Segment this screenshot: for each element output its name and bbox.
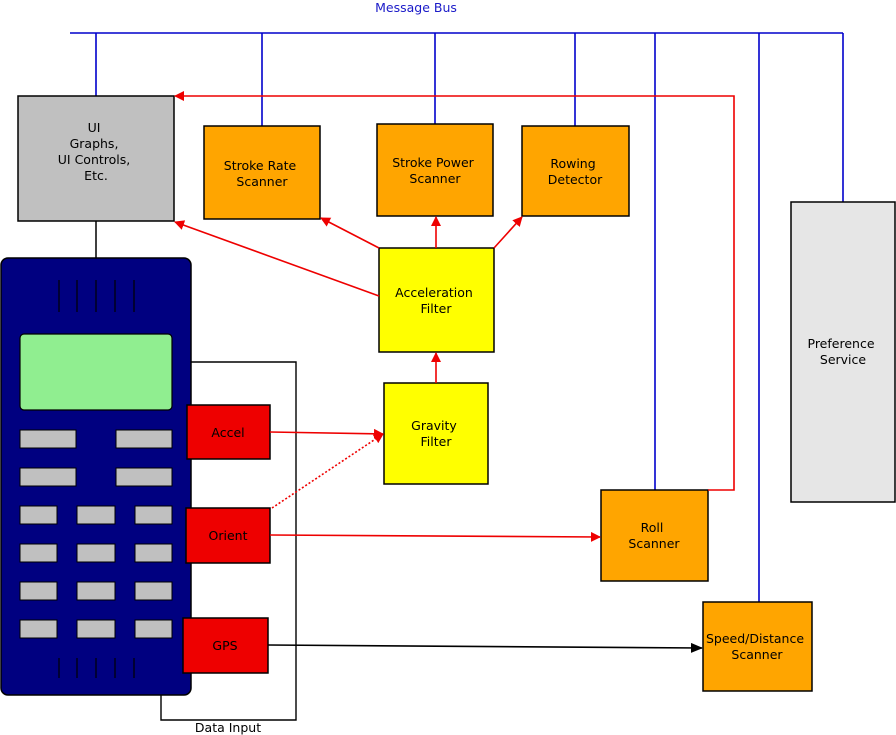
svg-text:Gravity Filter: Gravity Filter xyxy=(411,418,461,449)
phone-keypad xyxy=(19,429,173,639)
svg-text:Preference Service: Preference Service xyxy=(808,336,879,367)
arrow-acceleration-to-ui xyxy=(174,220,380,297)
roll-scanner-label: Roll xyxy=(641,520,664,535)
arrow-accel-to-gravity xyxy=(269,428,384,439)
phone-device xyxy=(0,257,192,696)
ui-box-label-line: Graphs, xyxy=(70,136,119,151)
gps-sensor-label: GPS xyxy=(212,638,237,653)
phone-key xyxy=(115,467,173,487)
stroke-rate-scanner-label: Stroke Rate xyxy=(224,158,297,173)
phone-key xyxy=(19,505,58,525)
rowing-detector-label: Rowing xyxy=(550,156,595,171)
accel-sensor-box: Accel xyxy=(186,404,271,460)
accel-sensor-label: Accel xyxy=(211,425,244,440)
phone-key xyxy=(19,429,77,449)
speed-distance-scanner-label: Scanner xyxy=(731,647,783,662)
phone-key xyxy=(76,581,116,601)
gravity-filter-box: Gravity Filter xyxy=(383,382,489,485)
phone-key xyxy=(19,581,58,601)
arrow-orient-to-roll xyxy=(269,531,601,542)
svg-text:Acceleration Filter: Acceleration Filter xyxy=(395,285,477,316)
acceleration-filter-label: Filter xyxy=(421,301,453,316)
svg-text:Roll Scanner: Roll Scanner xyxy=(628,520,680,551)
phone-key xyxy=(19,467,77,487)
phone-key xyxy=(19,543,58,563)
phone-key xyxy=(134,505,173,525)
gps-sensor-box: GPS xyxy=(182,617,269,674)
rowing-detector-label: Detector xyxy=(548,172,603,187)
phone-microphone-icon xyxy=(58,658,135,678)
gravity-filter-label: Gravity xyxy=(411,418,457,433)
svg-text:UI Graphs,: UI Graphs, UI Controls, Etc. xyxy=(58,120,134,183)
ui-box-label-line: Etc. xyxy=(84,168,108,183)
acceleration-filter-label: Acceleration xyxy=(395,285,473,300)
preference-service-box: Preference Service xyxy=(790,201,896,503)
roll-scanner-box: Roll Scanner xyxy=(600,489,709,582)
phone-speaker-icon xyxy=(58,280,135,312)
phone-key xyxy=(19,619,58,639)
rowing-detector-box: Rowing Detector xyxy=(521,125,630,217)
arrow-acceleration-to-stroke-rate xyxy=(320,217,380,249)
phone-key xyxy=(134,619,173,639)
ui-box: UI Graphs, UI Controls, Etc. xyxy=(17,95,175,222)
data-input-label: Data Input xyxy=(195,720,261,735)
arrow-gps-to-speed xyxy=(267,642,703,653)
preference-service-label: Service xyxy=(820,352,867,367)
speed-distance-scanner-label: Speed/Distance xyxy=(706,631,804,646)
phone-screen xyxy=(19,333,173,411)
stroke-power-scanner-label: Scanner xyxy=(409,171,461,186)
stroke-power-scanner-box: Stroke Power Scanner xyxy=(376,123,494,217)
stroke-rate-scanner-box: Stroke Rate Scanner xyxy=(203,125,321,220)
orient-sensor-box: Orient xyxy=(185,507,271,564)
acceleration-filter-box: Acceleration Filter xyxy=(378,247,495,353)
roll-scanner-label: Scanner xyxy=(628,536,680,551)
phone-key xyxy=(76,505,116,525)
ui-box-label-line: UI Controls, xyxy=(58,152,130,167)
orient-sensor-label: Orient xyxy=(209,528,248,543)
stroke-power-scanner-label: Stroke Power xyxy=(392,155,474,170)
preference-service-label: Preference xyxy=(808,336,875,351)
svg-text:Stroke Rate Scanner: Stroke Rate Scanner xyxy=(224,158,300,189)
event-arrows xyxy=(174,91,735,542)
phone-key xyxy=(115,429,173,449)
phone-key xyxy=(134,543,173,563)
svg-text:Stroke Power Scanner: Stroke Power Scanner xyxy=(392,155,478,186)
phone-key xyxy=(76,619,116,639)
gravity-filter-label: Filter xyxy=(421,434,453,449)
svg-text:Rowing Detector: Rowing Detector xyxy=(548,156,603,187)
message-bus-label: Message Bus xyxy=(375,0,457,15)
stroke-rate-scanner-label: Scanner xyxy=(236,174,288,189)
svg-text:Speed/Distance Scanner: Speed/Distance Scanner xyxy=(706,631,808,662)
ui-box-label-line: UI xyxy=(88,120,101,135)
speed-distance-scanner-box: Speed/Distance Scanner xyxy=(702,601,813,692)
phone-key xyxy=(76,543,116,563)
phone-key xyxy=(134,581,173,601)
arrow-roll-to-ui xyxy=(174,91,735,491)
arrow-orient-to-gravity xyxy=(271,433,384,509)
arrow-acceleration-to-rowing xyxy=(493,216,523,249)
message-bus xyxy=(70,32,844,602)
data-input-bracket xyxy=(160,361,297,721)
